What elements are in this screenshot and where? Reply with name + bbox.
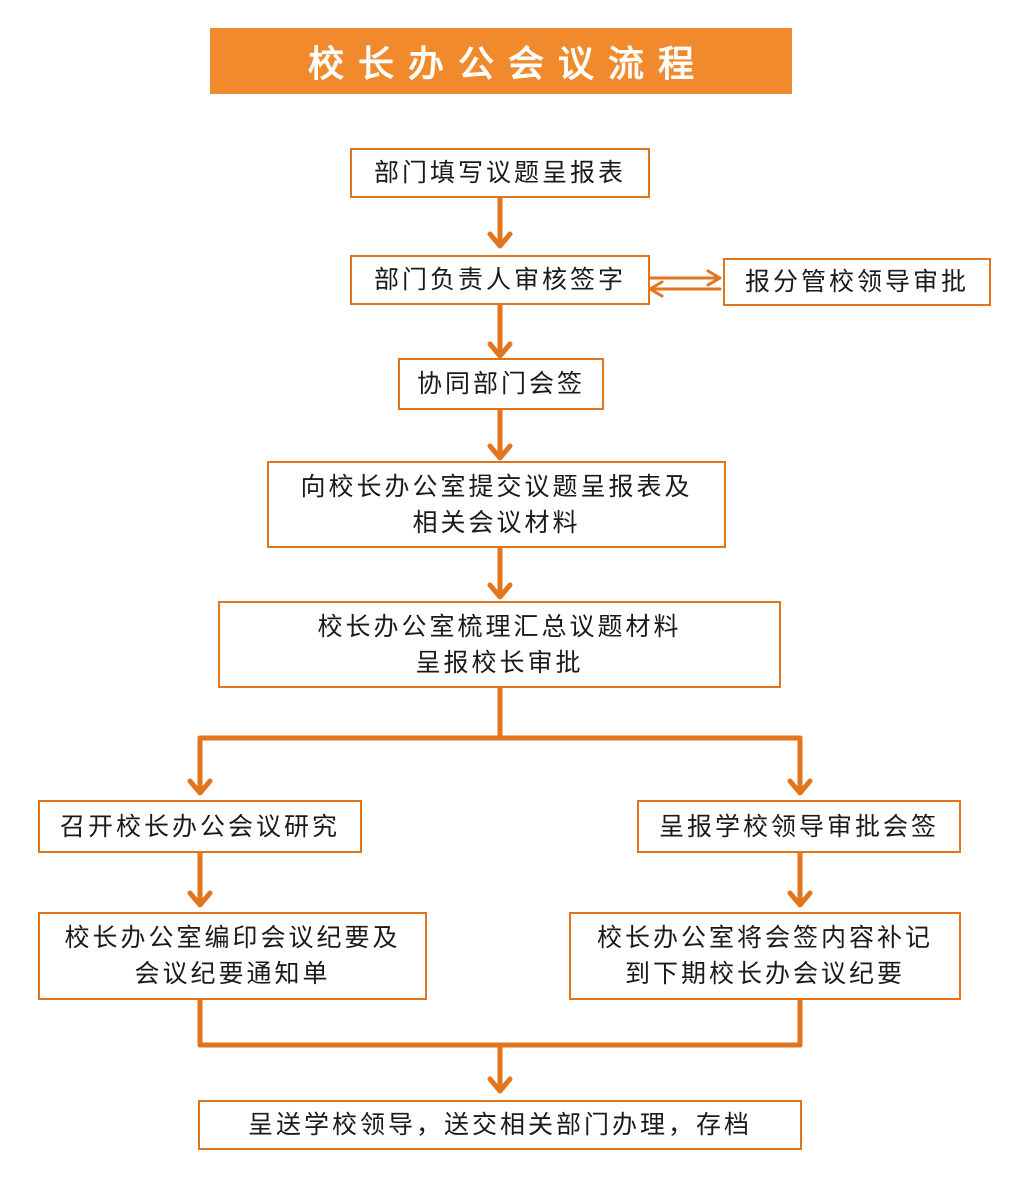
exchange-arrow-left-head <box>648 280 664 298</box>
step-submit-line1: 向校长办公室提交议题呈报表及 <box>300 471 693 501</box>
arrow-head-1 <box>487 231 513 249</box>
branch-right-head <box>787 778 813 796</box>
step-co-sign-label: 协同部门会签 <box>416 369 585 398</box>
right-down-head <box>787 890 813 908</box>
step-supplement-line1: 校长办公室将会签内容补记 <box>596 923 933 952</box>
step-head-sign: 部门负责人审核签字 <box>350 255 650 305</box>
page-title: 校长办公会议流程 <box>307 44 708 85</box>
step-fill-form: 部门填写议题呈报表 <box>350 148 650 198</box>
step-report-leaders: 呈报学校领导审批会签 <box>637 800 961 853</box>
step-final-label: 呈送学校领导，送交相关部门办理，存档 <box>247 1110 752 1139</box>
step-hold-meeting: 召开校长办公会议研究 <box>38 800 362 853</box>
step-minutes: 校长办公室编印会议纪要及 会议纪要通知单 <box>38 912 427 1000</box>
branch-left-head <box>187 778 213 796</box>
step-leader-approve: 报分管校领导审批 <box>723 258 991 306</box>
step-supplement: 校长办公室将会签内容补记 到下期校长办会议纪要 <box>569 912 961 1000</box>
left-down-head <box>187 890 213 908</box>
step-sort-line2: 呈报校长审批 <box>415 647 584 677</box>
step-sort-line1: 校长办公室梳理汇总议题材料 <box>317 611 682 641</box>
step-final: 呈送学校领导，送交相关部门办理，存档 <box>198 1100 802 1150</box>
step-sort: 校长办公室梳理汇总议题材料 呈报校长审批 <box>218 601 781 688</box>
step-fill-form-label: 部门填写议题呈报表 <box>373 158 626 187</box>
step-head-sign-label: 部门负责人审核签字 <box>373 265 626 294</box>
step-co-sign: 协同部门会签 <box>398 358 604 410</box>
step-minutes-line2: 会议纪要通知单 <box>134 959 331 988</box>
arrow-head-3 <box>487 443 513 461</box>
step-submit: 向校长办公室提交议题呈报表及 相关会议材料 <box>267 461 726 548</box>
title-banner: 校长办公会议流程 <box>210 28 792 94</box>
step-report-leaders-label: 呈报学校领导审批会签 <box>658 811 939 841</box>
step-supplement-line2: 到下期校长办会议纪要 <box>624 959 905 988</box>
exchange-arrow-right-head <box>706 269 722 287</box>
step-leader-approve-label: 报分管校领导审批 <box>744 267 969 296</box>
arrow-head-4 <box>487 582 513 600</box>
step-minutes-line1: 校长办公室编印会议纪要及 <box>64 923 401 952</box>
step-hold-meeting-label: 召开校长办公会议研究 <box>59 811 340 841</box>
arrow-head-2 <box>487 341 513 359</box>
step-submit-line2: 相关会议材料 <box>412 507 581 537</box>
merge-down-head <box>487 1076 513 1094</box>
